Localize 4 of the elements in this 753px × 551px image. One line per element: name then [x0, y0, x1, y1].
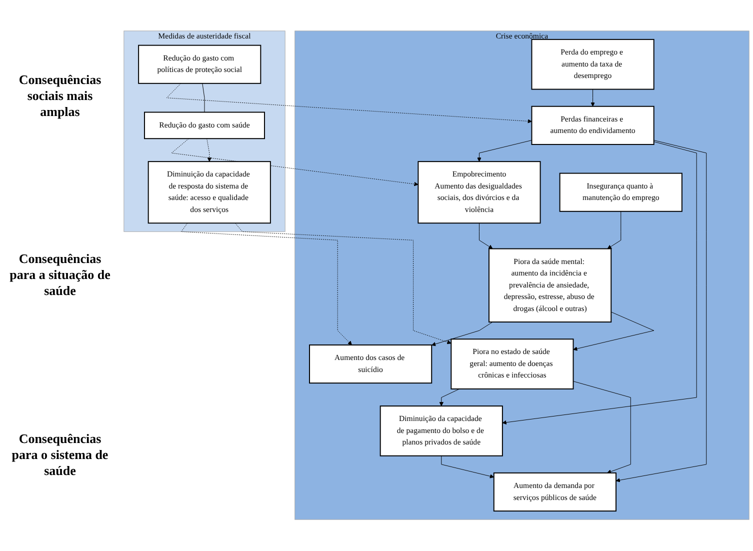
row-heading: Consequências para a situação de saúde — [8, 251, 112, 300]
row-heading: Consequências sociais mais amplas — [18, 72, 102, 120]
connector — [202, 83, 205, 113]
row-heading: Consequências para o sistema de saúde — [10, 431, 110, 480]
